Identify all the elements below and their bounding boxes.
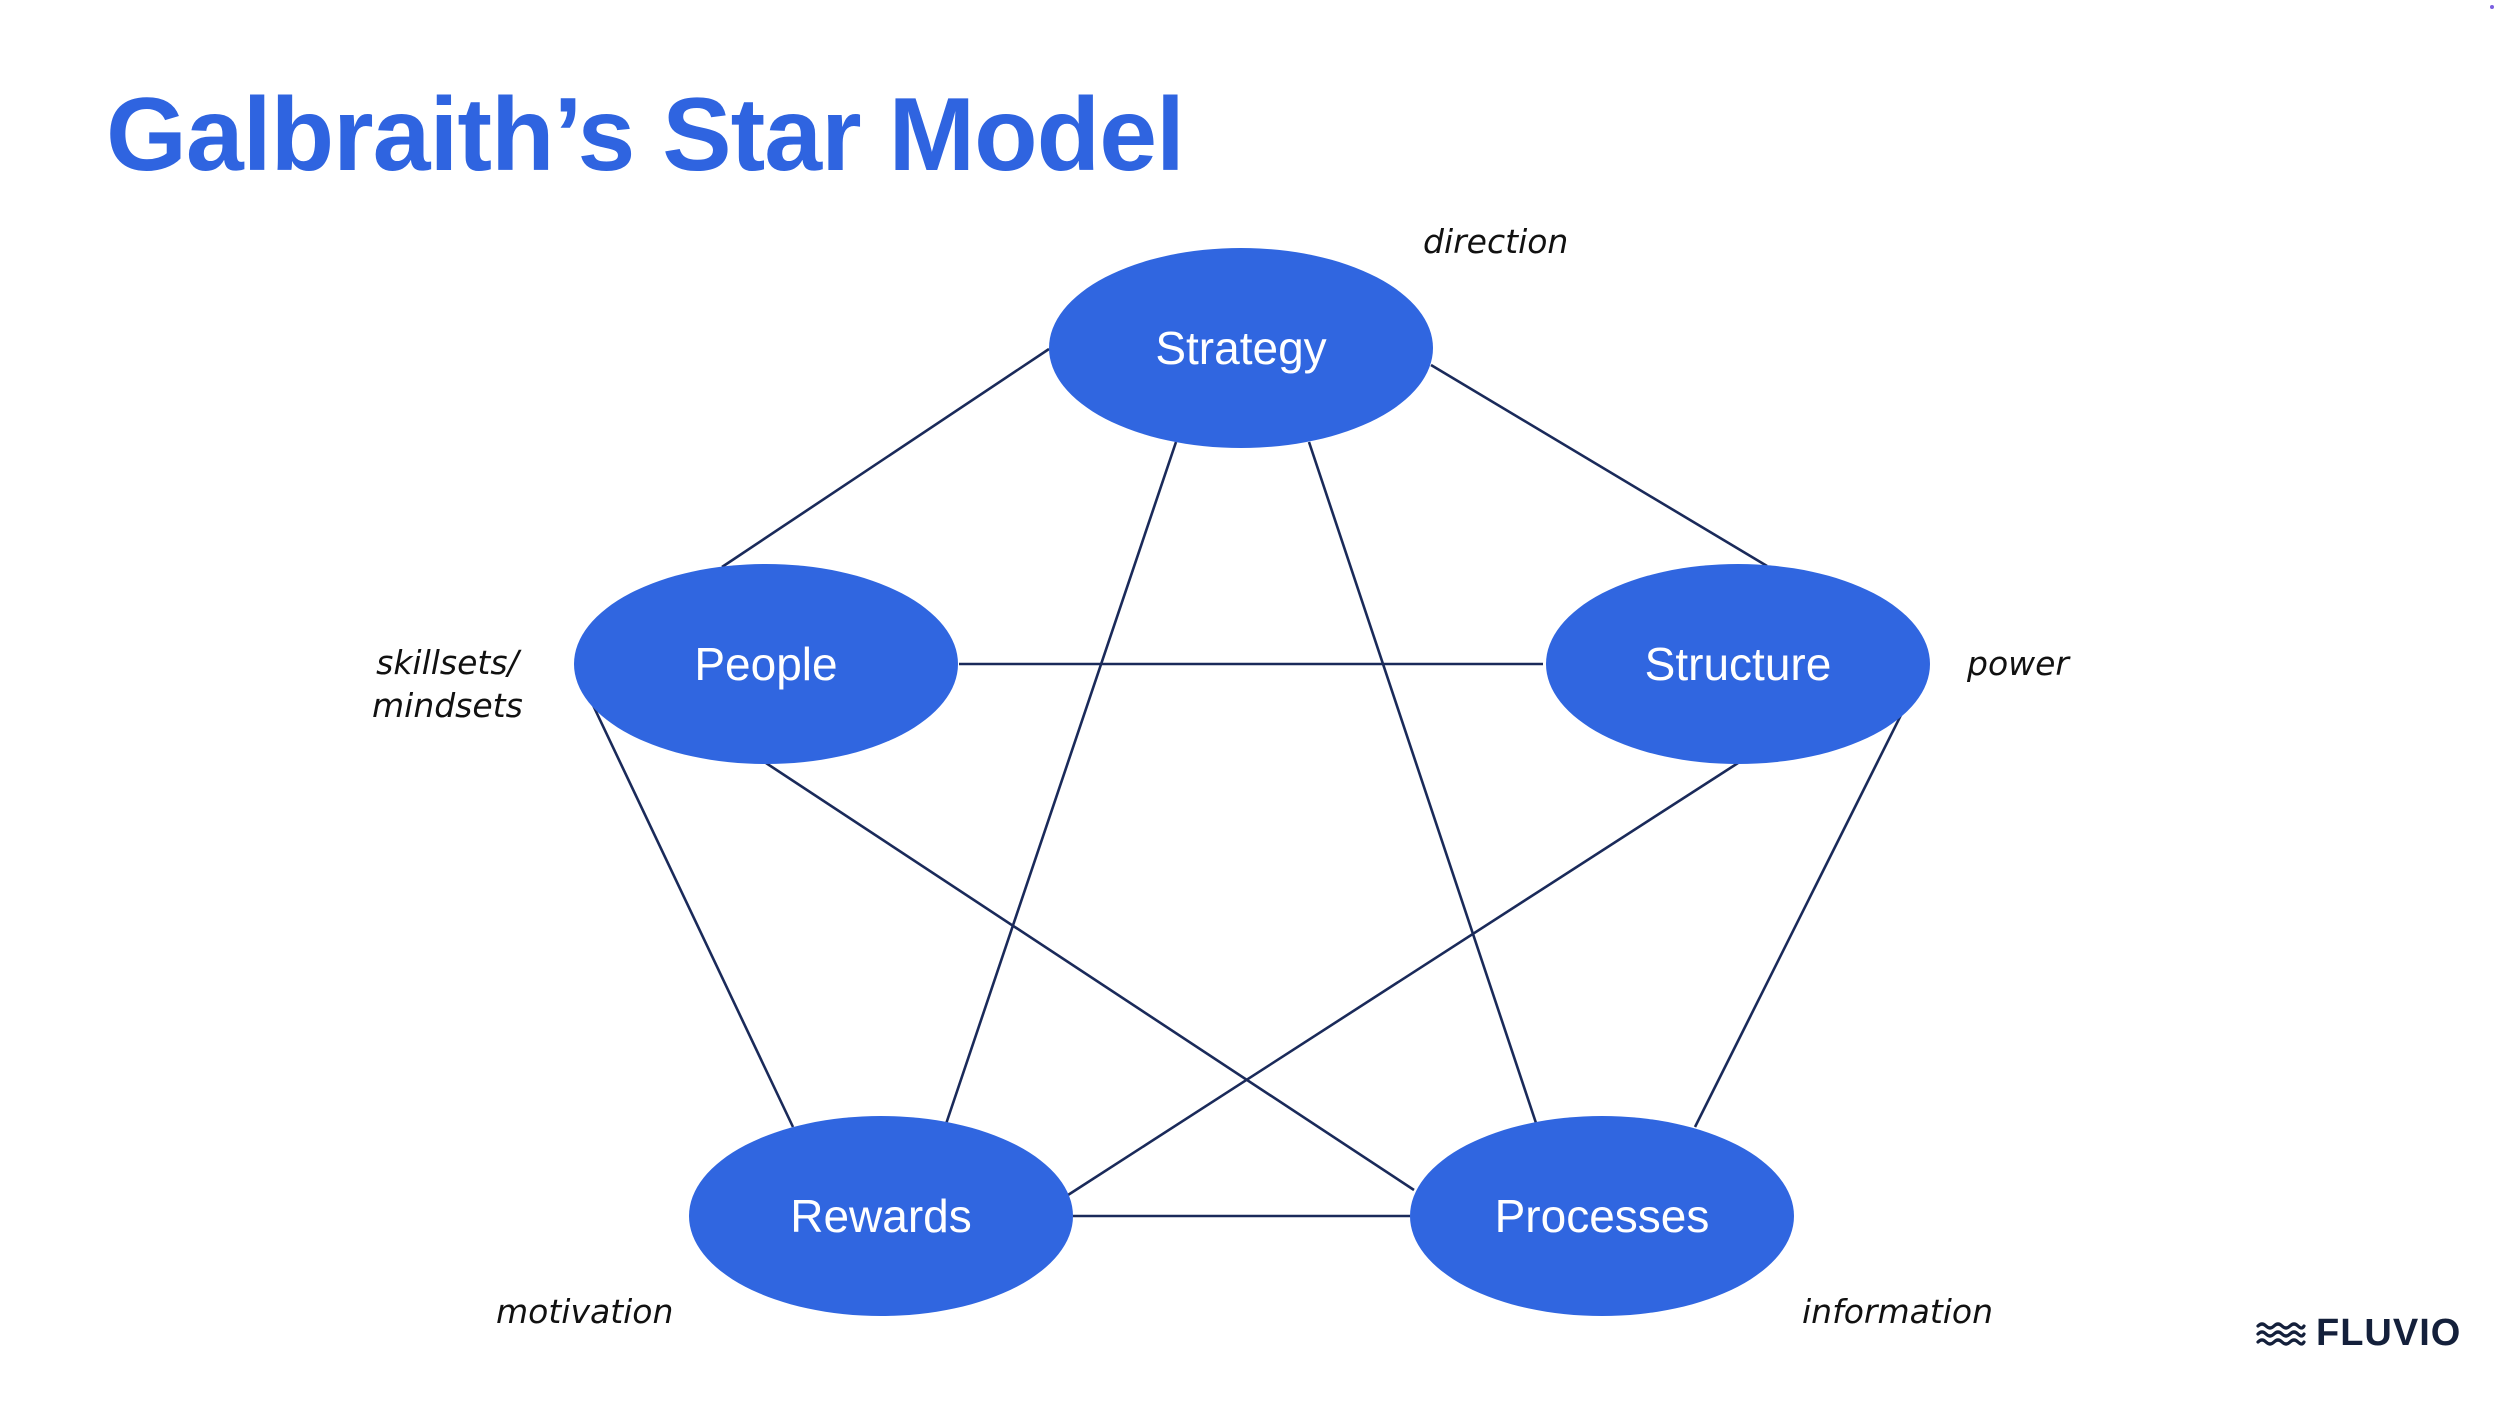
node-label-structure: Structure — [1645, 638, 1832, 690]
node-people: People — [574, 564, 958, 764]
annotation-processes: information — [1802, 1292, 1994, 1331]
connector-structure-processes — [1693, 702, 1909, 1128]
annotation-strategy: direction — [1423, 222, 1569, 261]
fluvio-logo: FLUVIO — [2256, 1312, 2461, 1355]
corner-dot — [2490, 5, 2494, 9]
slide-title: Galbraith’s Star Model — [106, 77, 1185, 193]
annotation-structure: power — [1967, 644, 2069, 683]
logo-text: FLUVIO — [2316, 1312, 2462, 1354]
connector-people-processes — [765, 761, 1415, 1192]
node-label-people: People — [694, 638, 837, 690]
connector-strategy-processes — [1307, 441, 1539, 1127]
node-structure: Structure — [1546, 564, 1930, 764]
annotation-people-line2: mindsets — [372, 686, 523, 725]
annotation-people-line1: skillsets/ — [376, 643, 519, 682]
node-processes: Processes — [1410, 1116, 1794, 1316]
connector-strategy-structure — [1430, 363, 1768, 568]
node-rewards: Rewards — [689, 1116, 1073, 1316]
connector-people-rewards — [590, 702, 795, 1128]
connector-structure-rewards — [1067, 761, 1739, 1197]
annotation-people: skillsets/ mindsets — [372, 641, 523, 727]
waves-icon — [2256, 1321, 2306, 1346]
connector-lines — [590, 347, 1909, 1218]
node-label-rewards: Rewards — [790, 1190, 972, 1242]
connector-strategy-rewards — [944, 441, 1178, 1125]
annotation-rewards: motivation — [496, 1292, 674, 1331]
node-label-strategy: Strategy — [1155, 322, 1326, 374]
node-strategy: Strategy — [1049, 248, 1433, 448]
connector-strategy-people — [721, 347, 1050, 569]
node-label-processes: Processes — [1495, 1190, 1710, 1242]
